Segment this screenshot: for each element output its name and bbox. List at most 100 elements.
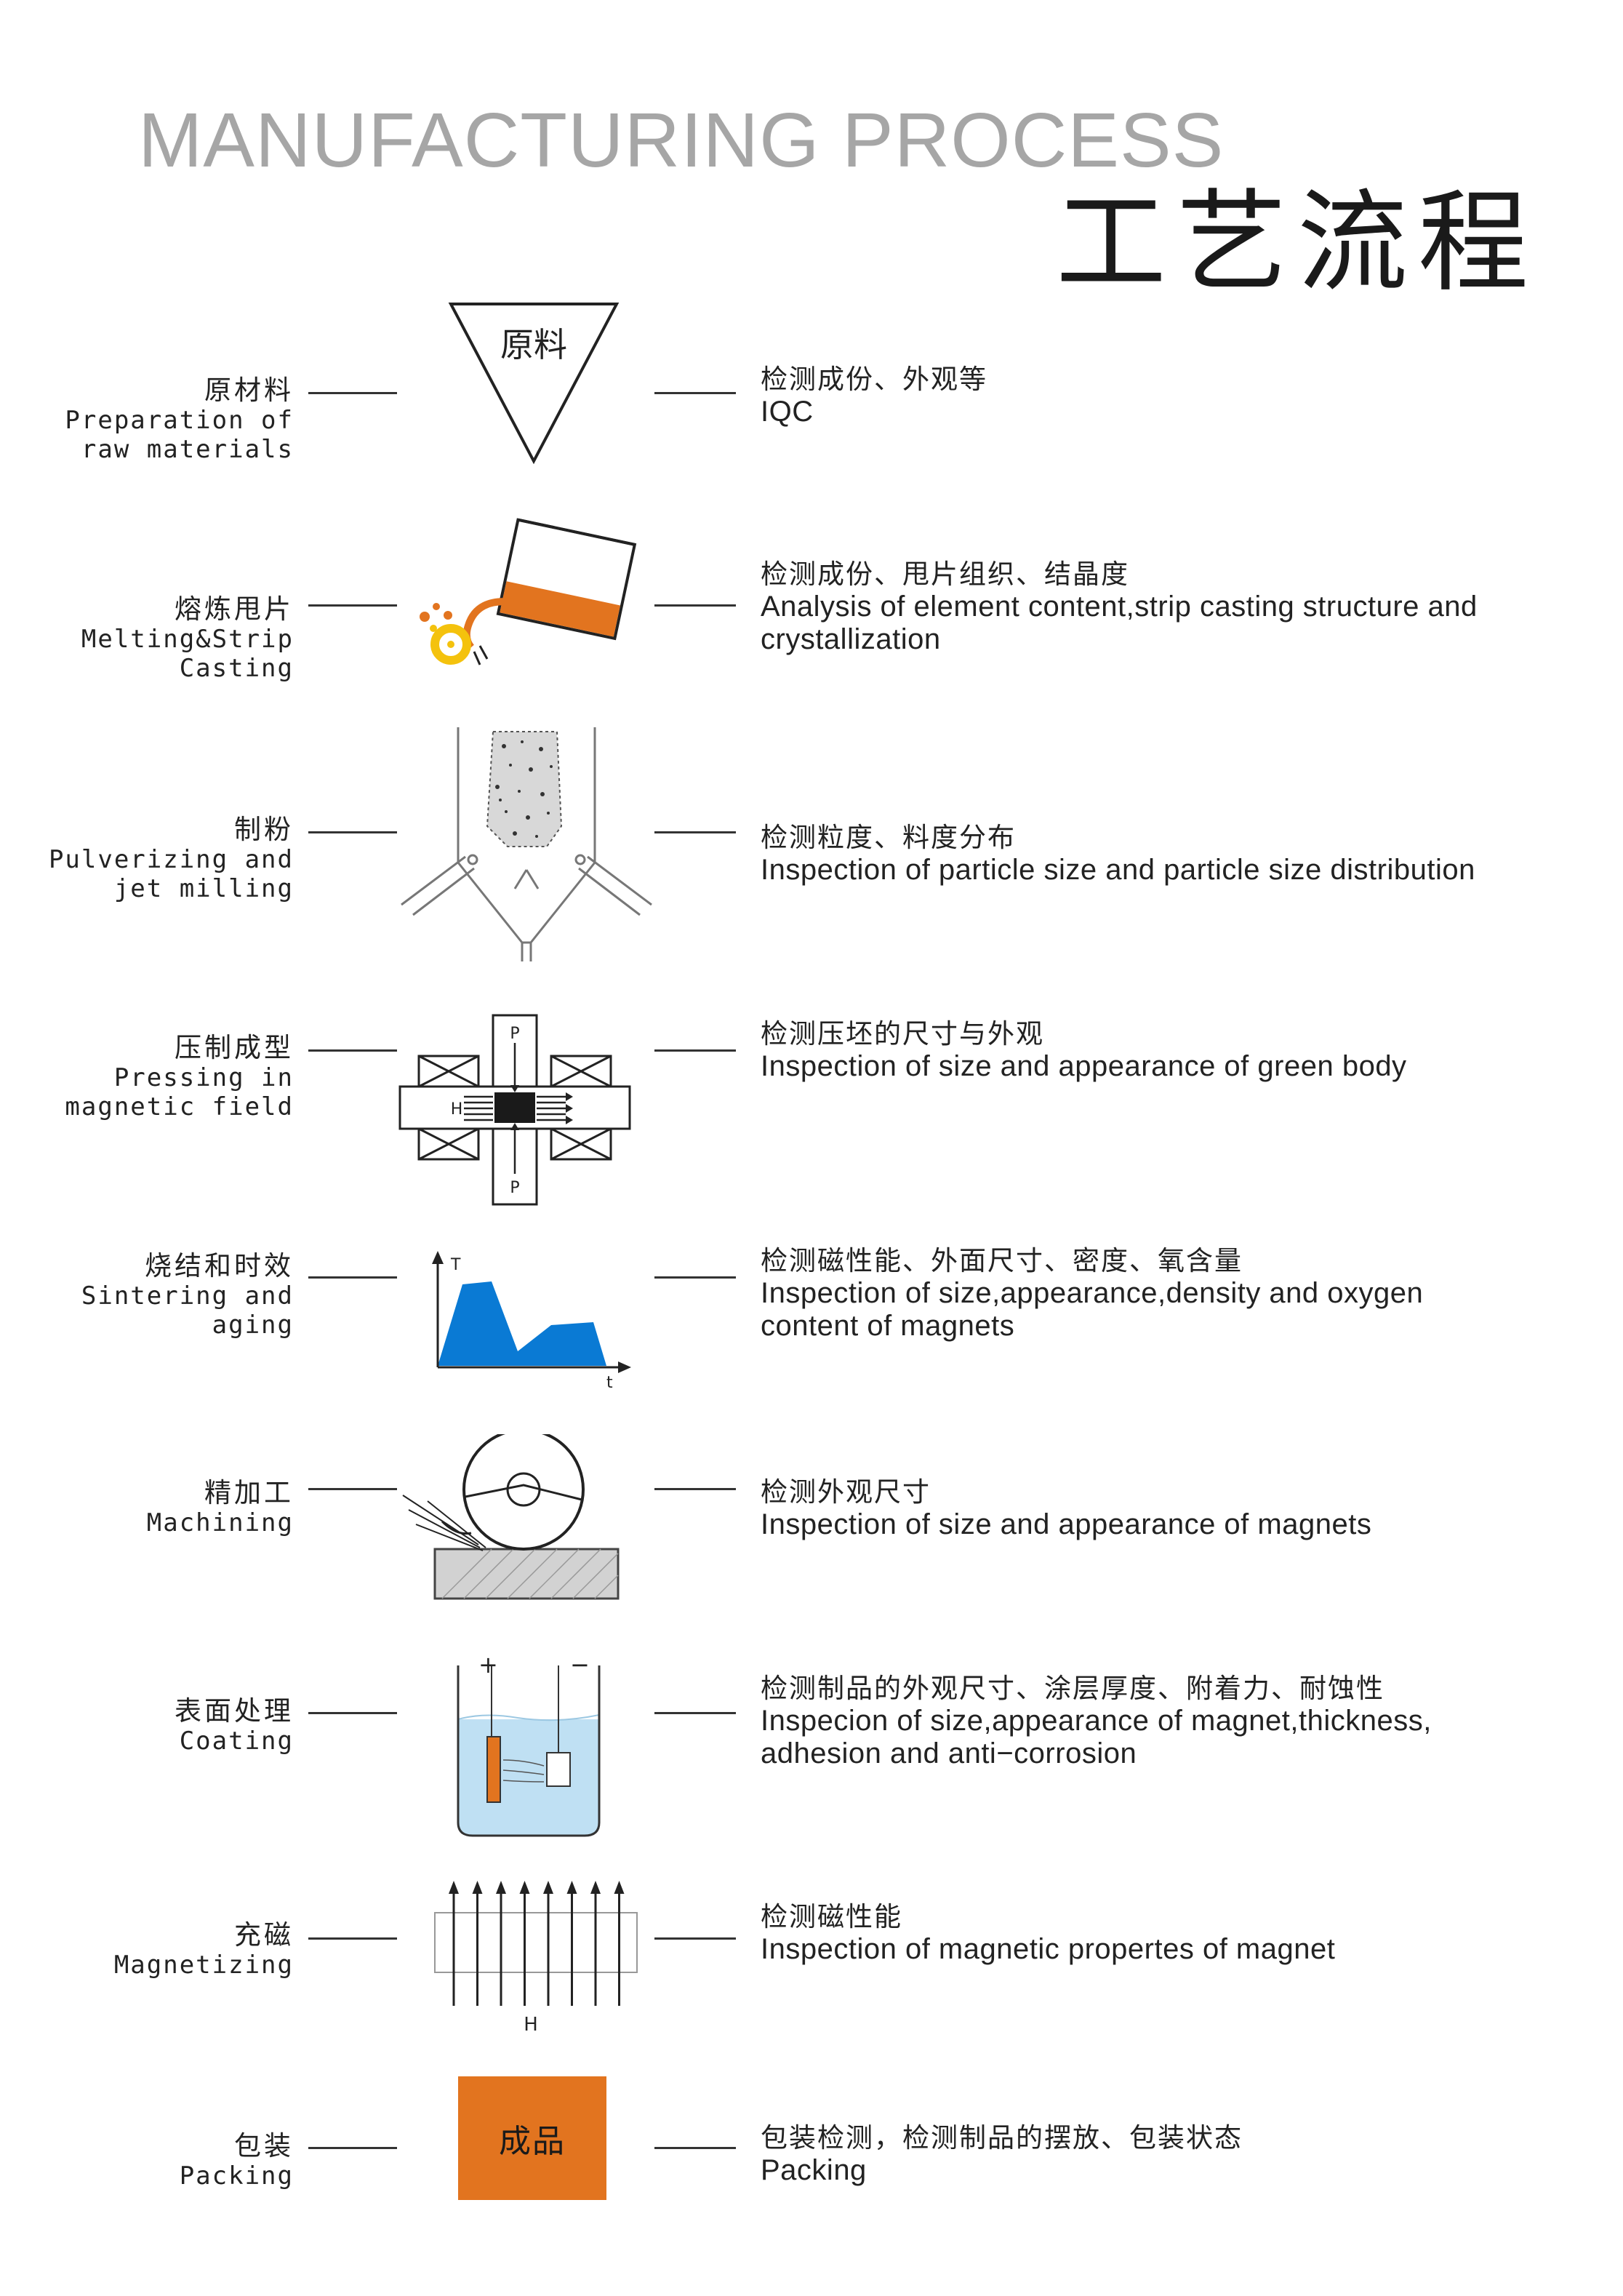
step-4-name-zh: 压制成型 [175, 1032, 294, 1063]
step-9-name-en-line-1: Packing [179, 2161, 294, 2191]
step-7-inspection-en-line-2: adhesion and anti−corrosion [761, 1737, 1137, 1769]
temperature-axis-label: T [450, 1256, 461, 1274]
field-arrow-head [590, 1881, 601, 1894]
field-arrow-head [496, 1881, 506, 1894]
step-9-leader-right [654, 2147, 736, 2149]
step-9-inspection-zh: 包装检测，检测制品的摆放、包装状态 [761, 2122, 1243, 2153]
anode-plus-label: + [478, 1651, 498, 1679]
step-4-leader-right [654, 1049, 736, 1052]
step-7-inspection-zh: 检测制品的外观尺寸、涂层厚度、附着力、耐蚀性 [761, 1673, 1384, 1704]
step-4-left-label: 压制成型 Pressing in magnetic field [65, 1032, 294, 1122]
step-3-inspection-en-line-1: Inspection of particle size and particle… [761, 854, 1475, 886]
field-label: H [451, 1100, 463, 1119]
step-5-left-label: 烧结和时效 Sintering and aging [81, 1251, 294, 1340]
field-arrow-head [543, 1881, 553, 1894]
step-2-inspection-zh: 检测成份、甩片组织、结晶度 [761, 559, 1129, 590]
step-9-inspection-en-line-1: Packing [761, 2154, 867, 2186]
step-2-inspection: 检测成份、甩片组织、结晶度 Analysis of element conten… [761, 559, 1478, 656]
step-6-name-en-line-1: Machining [146, 1508, 294, 1537]
step-3-leader-right [654, 831, 736, 833]
field-arrow-head [566, 1881, 577, 1894]
melting-crucible-icon [420, 518, 637, 665]
step-1-inspection-en-line-1: IQC [761, 396, 814, 428]
step-9-left-label: 包装 Packing [180, 2131, 294, 2191]
step-4-name-en-line-2: magnetic field [65, 1092, 294, 1121]
step-9-inspection: 包装检测，检测制品的摆放、包装状态 Packing [761, 2122, 1243, 2187]
step-3-left-label: 制粉 Pulverizing and jet milling [48, 814, 294, 904]
step-4-inspection: 检测压坯的尺寸与外观 Inspection of size and appear… [761, 1018, 1407, 1083]
step-3-inspection-zh: 检测粒度、料度分布 [761, 822, 1016, 853]
step-1-inspection: 检测成份、外观等 IQC [761, 364, 987, 428]
step-6-name-zh: 精加工 [204, 1477, 294, 1508]
step-1-left-label: 原材料 Preparation of raw materials [65, 375, 294, 465]
step-3-name-en-line-2: jet milling [113, 874, 294, 903]
step-6-left-label: 精加工 Machining [146, 1477, 294, 1538]
step-2-name-en-line-1: Melting&Strip [81, 625, 294, 654]
step-6-leader-right [654, 1488, 736, 1490]
step-8-name-zh: 充磁 [234, 1919, 294, 1951]
pressure-label-bottom: P [510, 1179, 519, 1197]
step-9-name-zh: 包装 [234, 2130, 294, 2161]
step-2-inspection-en-line-1: Analysis of element content,strip castin… [761, 591, 1478, 623]
page-title-zh: 工艺流程 [1056, 178, 1539, 307]
step-2-leader-right [654, 604, 736, 607]
step-5-name-en-line-2: aging [212, 1311, 294, 1340]
step-5-leader-left [308, 1276, 397, 1279]
step-7-leader-left [308, 1712, 397, 1714]
step-5-inspection-en-line-1: Inspection of size,appearance,density an… [761, 1277, 1424, 1309]
step-8-leader-right [654, 1937, 736, 1940]
step-8-inspection-zh: 检测磁性能 [761, 1901, 902, 1932]
sintering-curve-icon: T t [432, 1251, 631, 1392]
raw-material-triangle-icon: 原料 [448, 303, 620, 465]
step-3-name-en-line-1: Pulverizing and [48, 845, 294, 874]
step-8-name-en-line-1: Magnetizing [113, 1951, 294, 1980]
step-2-leader-left [308, 604, 397, 607]
step-8-inspection: 检测磁性能 Inspection of magnetic propertes o… [761, 1901, 1335, 1966]
step-5-leader-right [654, 1276, 736, 1279]
magnetizing-field-icon: H [434, 1881, 638, 2035]
step-5-inspection-en-line-2: content of magnets [761, 1310, 1015, 1342]
field-arrow-head [449, 1881, 459, 1894]
step-1-name-zh: 原材料 [204, 375, 294, 406]
pressing-die-icon: P P H [398, 1014, 631, 1206]
step-8-left-label: 充磁 Magnetizing [114, 1920, 294, 1980]
step-7-name-en-line-1: Coating [179, 1727, 294, 1756]
step-2-inspection-en-line-2: crystallization [761, 623, 941, 655]
magnetizing-field-label: H [524, 2014, 538, 2035]
step-1-leader-left [308, 392, 397, 394]
step-4-inspection-zh: 检测压坯的尺寸与外观 [761, 1018, 1044, 1049]
step-7-inspection-en-line-1: Inspecion of size,appearance of magnet,t… [761, 1705, 1432, 1737]
coating-bath-icon: + − [457, 1651, 601, 1837]
finished-product-label: 成品 [499, 2123, 566, 2160]
step-8-inspection-en-line-1: Inspection of magnetic propertes of magn… [761, 1933, 1336, 1965]
cathode-minus-label: − [570, 1651, 590, 1679]
step-3-leader-left [308, 831, 397, 833]
step-1-name-en-line-2: raw materials [81, 435, 294, 464]
step-5-name-zh: 烧结和时效 [145, 1250, 294, 1281]
step-8-leader-left [308, 1937, 397, 1940]
step-7-inspection: 检测制品的外观尺寸、涂层厚度、附着力、耐蚀性 Inspecion of size… [761, 1673, 1432, 1770]
page-title-en: MANUFACTURING PROCESS [138, 97, 1225, 183]
jet-mill-icon [401, 727, 652, 961]
raw-material-label: 原料 [500, 325, 567, 364]
step-2-name-zh: 熔炼甩片 [175, 593, 294, 625]
grinding-wheel-icon [402, 1434, 620, 1600]
step-4-inspection-en-line-1: Inspection of size and appearance of gre… [761, 1050, 1407, 1082]
pressure-label-top: P [510, 1025, 519, 1043]
step-1-leader-right [654, 392, 736, 394]
field-arrow-head [472, 1881, 483, 1894]
step-6-inspection-en-line-1: Inspection of size and appearance of mag… [761, 1508, 1372, 1540]
finished-product-box: 成品 [458, 2076, 606, 2200]
step-9-leader-left [308, 2147, 397, 2149]
field-arrow-head [519, 1881, 530, 1894]
step-7-name-zh: 表面处理 [175, 1695, 294, 1727]
step-3-inspection: 检测粒度、料度分布 Inspection of particle size an… [761, 822, 1475, 887]
field-arrow-head [614, 1881, 625, 1894]
step-3-name-zh: 制粉 [234, 814, 294, 845]
step-7-leader-right [654, 1712, 736, 1714]
step-2-left-label: 熔炼甩片 Melting&Strip Casting [81, 593, 294, 684]
step-1-inspection-zh: 检测成份、外观等 [761, 364, 987, 395]
step-5-inspection-zh: 检测磁性能、外面尺寸、密度、氧含量 [761, 1245, 1243, 1276]
step-6-leader-left [308, 1488, 397, 1490]
step-7-left-label: 表面处理 Coating [175, 1696, 294, 1756]
